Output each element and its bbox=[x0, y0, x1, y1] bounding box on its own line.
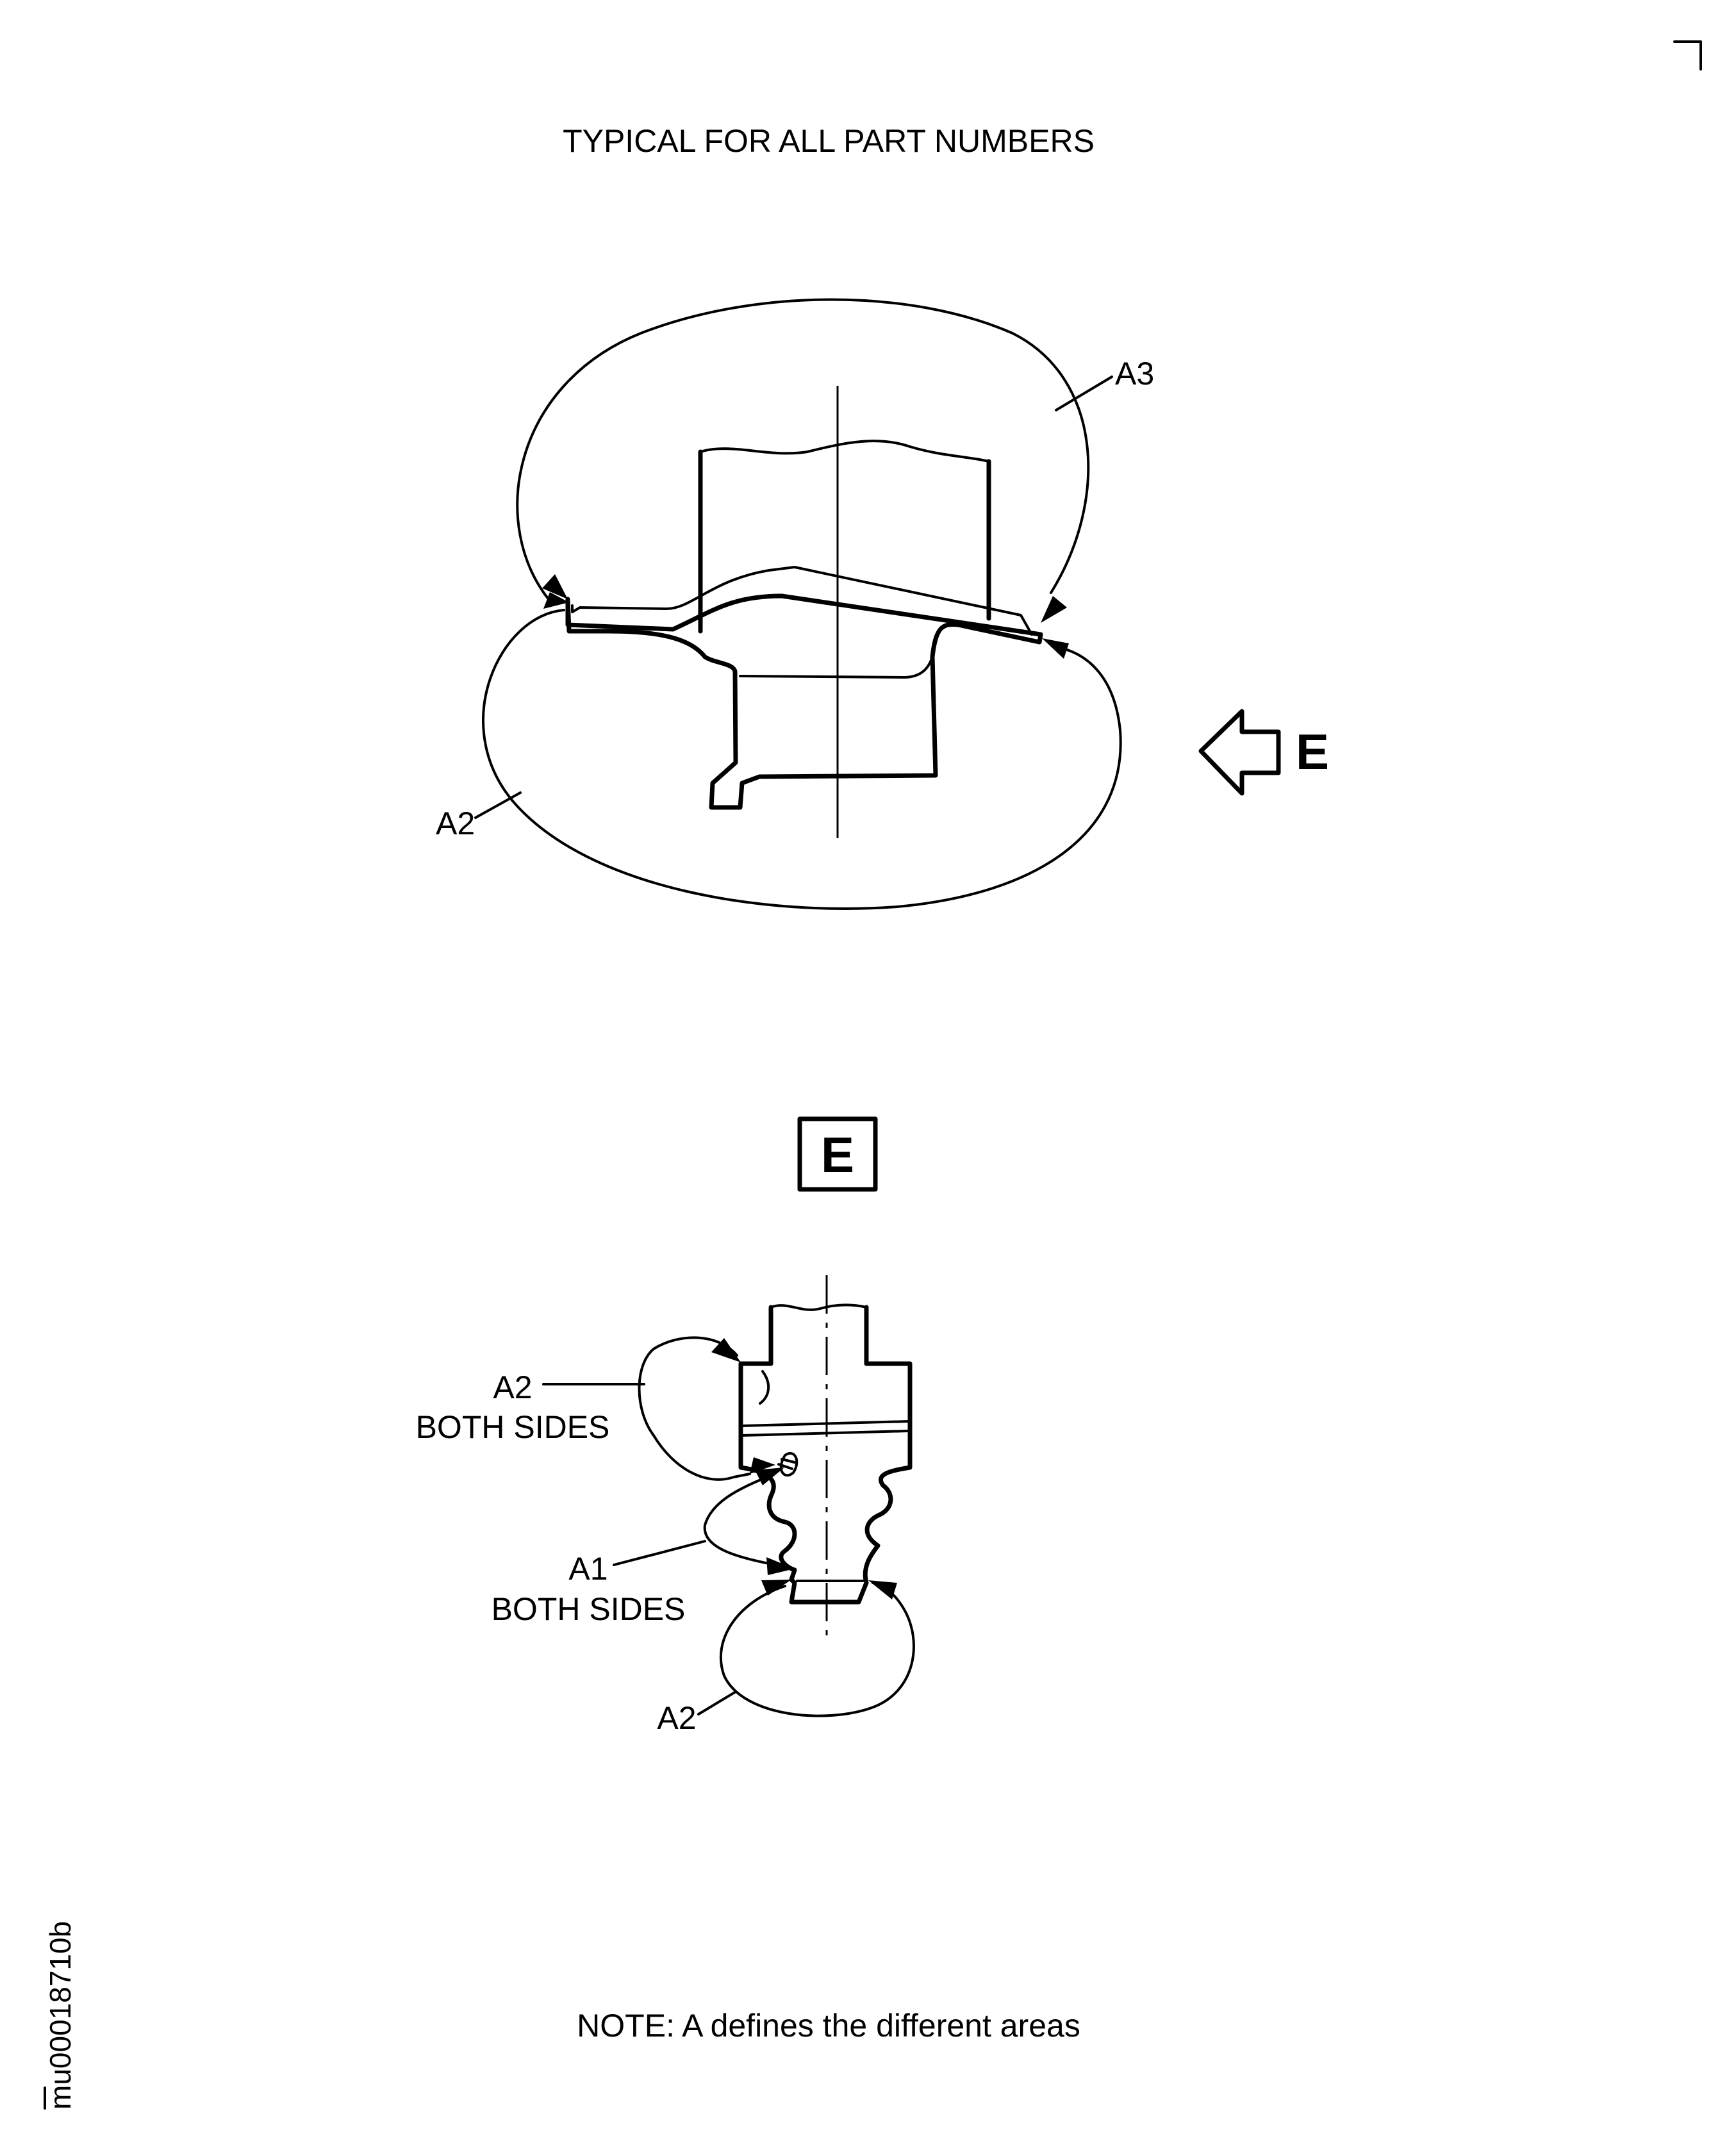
view-e-box bbox=[797, 1116, 878, 1192]
a1-leader-tail bbox=[613, 1540, 706, 1566]
top-view: A3 A2 E bbox=[436, 298, 1329, 910]
callout-a2-upper: A2 bbox=[493, 1369, 532, 1405]
a3-arrowhead-left bbox=[542, 574, 568, 599]
a2-leader bbox=[482, 609, 1122, 910]
root-outline bbox=[738, 1305, 913, 1605]
a2-lower-arrowhead-left bbox=[761, 1580, 791, 1596]
shank-inner-line bbox=[739, 656, 934, 679]
view-e-arrow-icon bbox=[1198, 709, 1281, 796]
a3-arrowhead-right bbox=[1041, 596, 1067, 623]
a2-upper-leader bbox=[638, 1336, 751, 1481]
a2-lower-leader-tail bbox=[697, 1690, 737, 1715]
a2-leader-tail bbox=[474, 791, 522, 819]
detail-view-label: E bbox=[821, 1127, 854, 1183]
a2-upper-arrowhead bbox=[711, 1338, 741, 1362]
callout-a2: A2 bbox=[436, 806, 475, 841]
airfoil-break-line bbox=[699, 440, 990, 463]
view-arrow-label: E bbox=[1296, 723, 1329, 780]
a2-arrowhead-right bbox=[1042, 638, 1069, 659]
callout-a1: A1 bbox=[568, 1551, 608, 1587]
callout-a3: A3 bbox=[1115, 356, 1154, 392]
platform-outline bbox=[565, 593, 1043, 810]
figure-id: mu00018710b bbox=[44, 1921, 77, 2110]
root-break-line bbox=[770, 1303, 868, 1311]
a1-leader bbox=[703, 1479, 770, 1565]
a3-leader bbox=[516, 298, 1090, 604]
crop-mark bbox=[1673, 40, 1702, 70]
a2-lower-leader bbox=[720, 1582, 915, 1717]
a2-lower-arrowhead-right bbox=[868, 1580, 897, 1599]
fillet-line bbox=[759, 1370, 770, 1405]
a3-leader-tail bbox=[1055, 376, 1113, 411]
callout-a2-upper-note: BOTH SIDES bbox=[416, 1409, 610, 1445]
platform-upper-surface bbox=[571, 566, 1033, 636]
a1-arrowhead-upper bbox=[755, 1467, 784, 1485]
hole-detail bbox=[779, 1452, 798, 1477]
platform-edge-lines bbox=[741, 1420, 910, 1437]
page-title: TYPICAL FOR ALL PART NUMBERS bbox=[563, 123, 1095, 159]
detail-view: E A2 BOTH SIDES A1 BOTH SIDES A2 bbox=[416, 1116, 915, 1736]
a1-arrowhead-lower bbox=[766, 1557, 795, 1575]
callout-a1-note: BOTH SIDES bbox=[492, 1591, 686, 1627]
hole-hatch bbox=[777, 1458, 796, 1470]
callout-a2-lower: A2 bbox=[657, 1700, 696, 1736]
a2-arrowhead-left bbox=[543, 592, 569, 609]
a2-upper-arrowhead-lower bbox=[750, 1457, 775, 1474]
footer-note: NOTE: A defines the different areas bbox=[577, 2008, 1080, 2044]
